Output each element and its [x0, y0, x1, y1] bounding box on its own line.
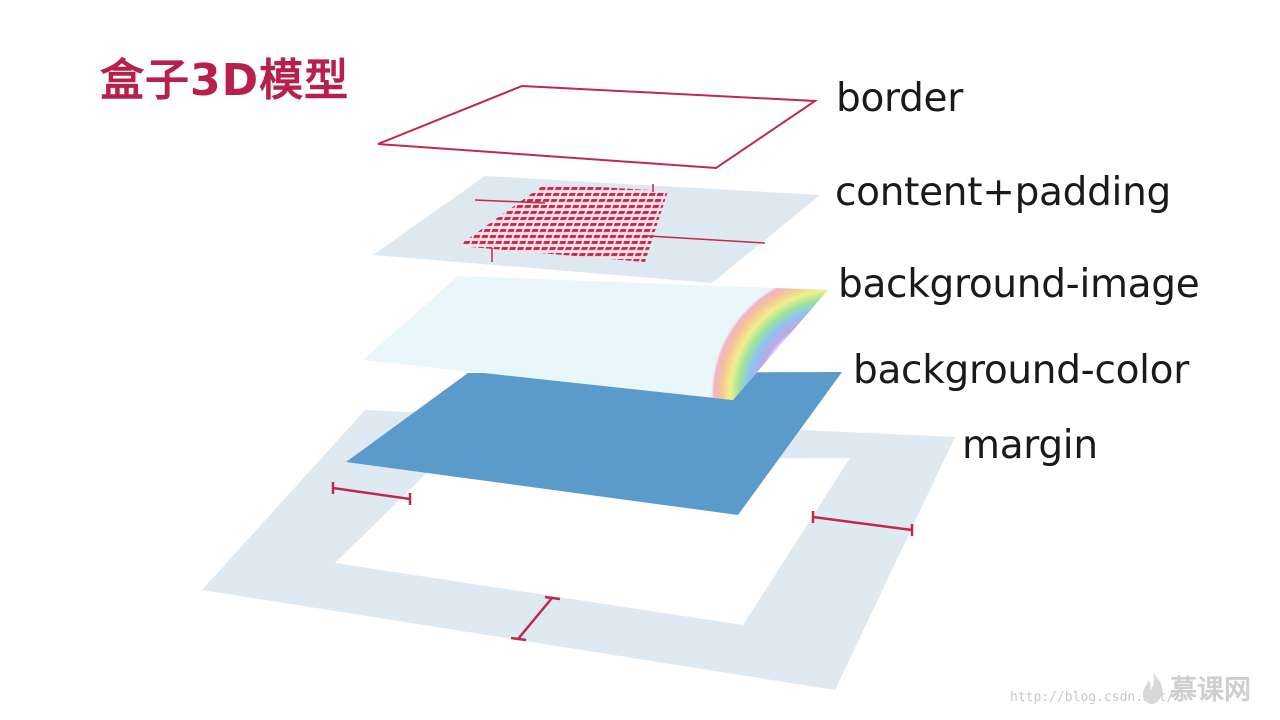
- label-content-padding: content+padding: [835, 170, 1171, 215]
- page-title: 盒子3D模型: [100, 55, 350, 106]
- logo: 慕课网: [1140, 668, 1251, 707]
- border-plate: [377, 84, 819, 170]
- content-area: [458, 184, 668, 262]
- padding-indicators: [474, 184, 766, 262]
- label-background-color: background-color: [853, 348, 1189, 393]
- rainbow-icon: [710, 276, 828, 400]
- label-background-image: background-image: [838, 262, 1200, 307]
- label-margin: margin: [962, 423, 1098, 468]
- flame-icon: [1142, 671, 1163, 704]
- watermark-url: http://blog.csdn.net/: [1010, 690, 1175, 705]
- background-image-plate: [363, 276, 828, 400]
- margin-indicators: [331, 482, 914, 642]
- margin-plate: [202, 410, 955, 690]
- label-border: border: [836, 76, 963, 121]
- background-color-plate: [346, 372, 842, 515]
- logo-text: 慕课网: [1170, 675, 1251, 706]
